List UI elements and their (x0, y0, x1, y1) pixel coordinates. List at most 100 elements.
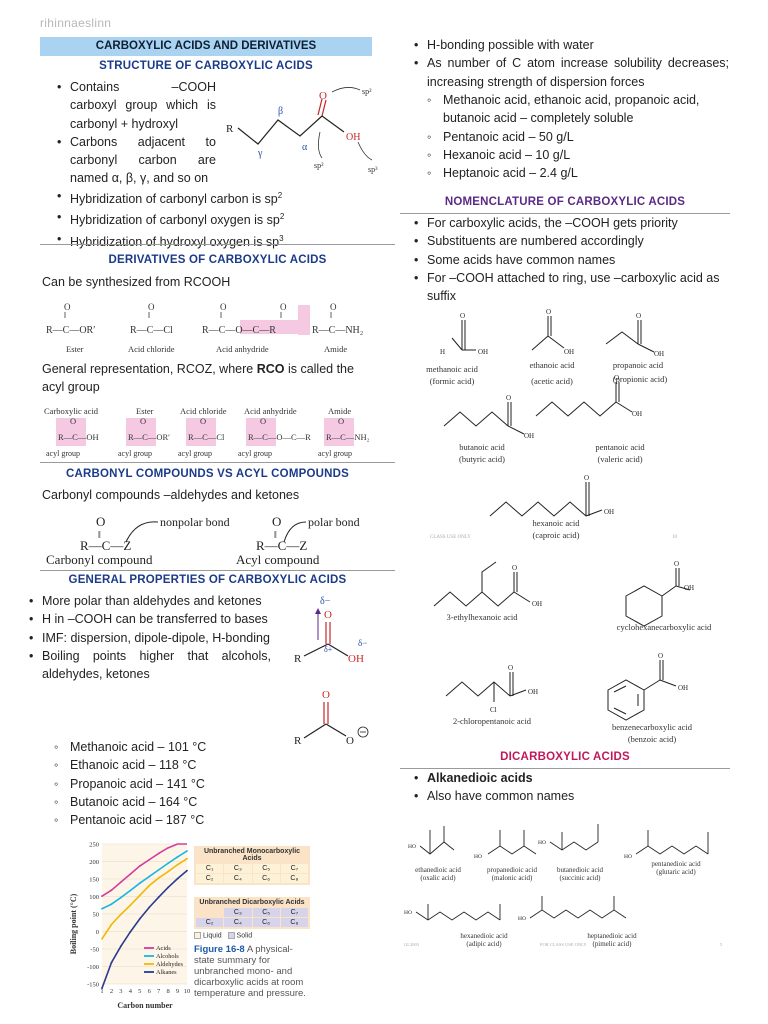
carboxyl-structure-diagram: R O OH γ β α sp² sp² sp³ (226, 87, 378, 174)
carbonyl-compound-label: Carbonyl compound (46, 552, 153, 567)
beta-label: β (278, 106, 283, 117)
acyl-compound-label: Acyl compound (236, 552, 320, 567)
chart-ytick: 200 (89, 859, 99, 866)
chart-point (167, 886, 170, 889)
svg-text:O: O (260, 416, 266, 426)
svg-text:hexanedioic acid: hexanedioic acid (460, 932, 508, 940)
di-cell: C₂ (196, 918, 224, 927)
acyl-formula-chloride: R—C—Cl (188, 432, 225, 442)
chart-point (119, 881, 122, 884)
chart-series-line (101, 858, 188, 940)
chart-series-line (101, 869, 188, 989)
dicarboxylic-list: Alkanedioic acids Also have common names (413, 769, 733, 806)
properties-bullet-4: Boiling points higher that alcohols, ald… (28, 647, 271, 684)
chart-point (148, 858, 151, 861)
acid-chloride-name: Acid chloride (128, 344, 175, 354)
solubility-list: H-bonding possible with water As number … (413, 36, 729, 91)
mono-cell: C₅ (252, 864, 280, 873)
figure-caption: Figure 16-8 A physical-state summary for… (194, 944, 306, 1000)
svg-text:δ−: δ− (320, 596, 331, 607)
svg-text:‖: ‖ (330, 311, 332, 320)
svg-text:cyclohexanecarboxylic acid: cyclohexanecarboxylic acid (617, 622, 712, 632)
hybridization-bullet-2: Hybridization of carbonyl oxygen is sp2 (56, 208, 376, 229)
dicarboxylic-heading: DICARBOXYLIC ACIDS (500, 751, 630, 763)
dicarboxylic-bullet-2: Also have common names (413, 787, 733, 806)
chart-point (148, 884, 151, 887)
structure-list: Contains –COOH carboxyl group which is c… (56, 78, 216, 188)
amide-formula: R—C—NH₂ (312, 325, 363, 336)
acyl-name-chloride: Acid chloride (180, 406, 227, 416)
svg-text:O: O (346, 735, 354, 747)
di-cell: C₆ (252, 918, 280, 927)
svg-text:HO: HO (404, 910, 412, 916)
svg-text:heptanedioic acid: heptanedioic acid (587, 932, 637, 940)
chart-point (186, 857, 188, 860)
svg-text:O: O (200, 416, 206, 426)
svg-text:ethanoic acid: ethanoic acid (529, 360, 575, 370)
divider (40, 244, 395, 245)
svg-text:(oxalic acid): (oxalic acid) (420, 874, 456, 882)
svg-text:(succinic acid): (succinic acid) (559, 874, 601, 882)
svg-text:O: O (614, 374, 619, 382)
chart-xtick: 8 (166, 988, 169, 995)
solubility-values: Methanoic acid, ethanoic acid, propanoic… (413, 91, 733, 183)
svg-text:OH: OH (532, 600, 542, 608)
svg-text:OH: OH (564, 348, 574, 356)
svg-text:propanedioic acid: propanedioic acid (487, 866, 537, 874)
chart-point (110, 889, 113, 892)
derivatives-structures: O‖ R—C—OR′ Ester O‖ R—C—Cl Acid chloride… (46, 302, 363, 354)
svg-text:(adipic acid): (adipic acid) (466, 940, 502, 948)
chart-xtick: 5 (138, 988, 141, 995)
chart-point (157, 869, 160, 871)
mono-cell: C₁ (196, 864, 224, 873)
dipole-diagram: δ− O R δ+ OH δ− (294, 596, 367, 665)
svg-text:acyl group: acyl group (46, 449, 80, 458)
svg-text:propanoic acid: propanoic acid (613, 360, 664, 370)
dicarboxylic-bullet-1: Alkanedioic acids (413, 769, 733, 788)
chart-legend-label: Acids (156, 945, 171, 952)
svg-text:O: O (508, 664, 513, 672)
svg-text:GL2003: GL2003 (404, 942, 420, 947)
svg-text:O: O (658, 652, 663, 660)
svg-text:H: H (440, 348, 445, 356)
structure-heading: STRUCTURE OF CARBOXYLIC ACIDS (99, 60, 313, 72)
svg-text:‖: ‖ (280, 311, 282, 320)
chart-legend-label: Alcohols (156, 953, 179, 960)
svg-text:(butyric acid): (butyric acid) (459, 454, 505, 464)
svg-text:Cl: Cl (490, 706, 497, 714)
svg-text:O: O (140, 416, 146, 426)
chart-point (129, 904, 132, 907)
svg-text:pentanoic acid: pentanoic acid (595, 442, 645, 452)
svg-text:(valeric acid): (valeric acid) (597, 454, 642, 464)
svg-text:benzenecarboxylic acid: benzenecarboxylic acid (612, 722, 693, 732)
hybridization-bullet-3: Hybridization of hydroxyl oxygen is sp3 (56, 230, 376, 251)
chart-ytick: 250 (89, 842, 99, 849)
svg-text:R: R (294, 653, 302, 665)
svg-text:butanoic acid: butanoic acid (459, 442, 505, 452)
mono-cell: C₂ (196, 874, 224, 883)
chart-ytick: -100 (87, 964, 99, 971)
nomenclature-bullet: Substituents are numbered accordingly (413, 232, 733, 251)
ester-name: Ester (66, 344, 84, 354)
svg-text:3-ethylhexanoic acid: 3-ethylhexanoic acid (446, 612, 518, 622)
svg-text:methanoic acid: methanoic acid (426, 364, 478, 374)
nonpolar-bond-label: nonpolar bond (160, 515, 230, 529)
chart-point (148, 906, 151, 909)
acyl-formula-anhydride: R—C—O—C—R (248, 432, 311, 442)
derivatives-intro: Can be synthesized from RCOOH (42, 275, 231, 289)
svg-text:O: O (272, 514, 281, 529)
solubility-item: Pentanoic acid – 50 g/L (413, 128, 733, 147)
mono-cell: C₆ (252, 874, 280, 883)
svg-text:(benzoic acid): (benzoic acid) (628, 734, 677, 744)
svg-text:(caproic acid): (caproic acid) (533, 530, 580, 540)
svg-text:acyl group: acyl group (118, 449, 152, 458)
svg-text:HO: HO (624, 854, 632, 860)
chart-xlabel: Carbon number (117, 1001, 173, 1010)
chart-point (167, 870, 170, 873)
svg-text:‖: ‖ (98, 530, 101, 541)
svg-text:HO: HO (538, 840, 546, 846)
chart-point (129, 873, 132, 875)
svg-text:HO: HO (474, 854, 482, 860)
chart-ytick: 150 (89, 877, 99, 884)
